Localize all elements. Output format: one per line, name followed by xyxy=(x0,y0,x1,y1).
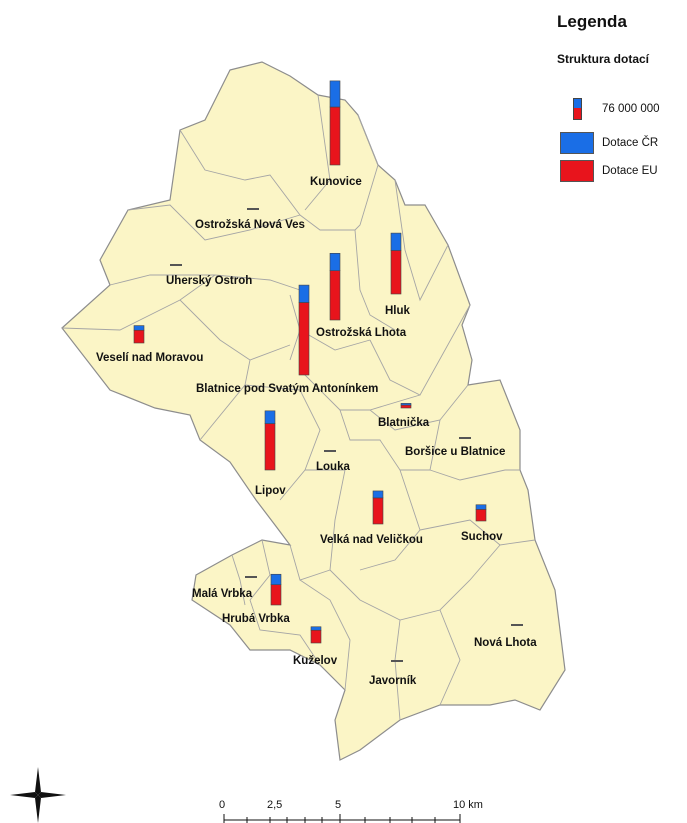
scale-tick-5: 5 xyxy=(335,799,341,811)
label-mala-vrbka: Malá Vrbka xyxy=(192,588,253,600)
label-veseli-nad-moravou: Veselí nad Moravou xyxy=(96,352,203,364)
marker-louka xyxy=(324,450,336,452)
municipal-boundaries xyxy=(61,94,536,721)
bar-cr-hruba-vrbka xyxy=(270,573,282,586)
bar-cr-kunovice xyxy=(329,80,341,108)
bar-cr-suchov xyxy=(475,504,487,510)
marker-nova-lhota xyxy=(511,624,523,626)
north-arrow-icon xyxy=(10,767,66,823)
label-kunovice: Kunovice xyxy=(310,176,362,188)
label-louka: Louka xyxy=(316,461,350,473)
scale-tick-2-5: 2,5 xyxy=(267,799,282,811)
legend-label-eu: Dotace EU xyxy=(602,165,658,177)
legend-item-cr: Dotace ČR xyxy=(560,132,658,154)
bar-eu-ostrozska-lhota xyxy=(329,270,341,321)
legend-subtitle: Struktura dotací xyxy=(557,52,650,66)
municipality-labels: Kunovice Ostrožská Nová Ves Uherský Ostr… xyxy=(96,176,537,687)
label-ostrozska-lhota: Ostrožská Lhota xyxy=(316,327,407,339)
bar-eu-veseli-nad-moravou xyxy=(133,329,145,344)
label-javornik: Javorník xyxy=(369,675,417,687)
bar-eu-hruba-vrbka xyxy=(270,584,282,606)
marker-ostrozska-nova-ves xyxy=(247,208,259,210)
bar-eu-velka-nad-velickou xyxy=(372,497,384,525)
zero-value-markers xyxy=(170,208,523,662)
district-outline xyxy=(61,61,566,761)
label-hruba-vrbka: Hrubá Vrbka xyxy=(222,613,290,625)
bar-cr-blatnice-pod-svatym-antoninkem xyxy=(298,284,310,303)
label-blatnicka: Blatnička xyxy=(378,417,430,429)
bar-eu-kuzelov xyxy=(310,629,322,644)
bar-cr-lipov xyxy=(264,410,276,424)
legend-swatch-eu xyxy=(560,160,594,182)
label-kuzelov: Kuželov xyxy=(293,655,338,667)
legend-title: Legenda xyxy=(557,12,627,31)
bar-eu-blatnicka xyxy=(400,404,412,409)
bar-cr-ostrozska-lhota xyxy=(329,253,341,272)
subsidy-bars xyxy=(133,80,487,644)
scale-bar: 0 2,5 5 10 km xyxy=(219,799,483,823)
bar-eu-kunovice xyxy=(329,106,341,166)
label-blatnice: Blatnice pod Svatým Antonínkem xyxy=(196,383,378,395)
legend-label-cr: Dotace ČR xyxy=(602,137,659,149)
marker-uhersky-ostroh xyxy=(170,264,182,266)
legend-item-eu: Dotace EU xyxy=(560,160,658,182)
marker-javornik xyxy=(391,660,403,662)
label-borsice: Boršice u Blatnice xyxy=(405,446,505,458)
legend-reference-bar xyxy=(573,98,582,120)
bar-cr-blatnicka xyxy=(400,403,412,406)
bar-cr-hluk xyxy=(390,232,402,251)
bar-eu-lipov xyxy=(264,423,276,471)
bar-cr-veseli-nad-moravou xyxy=(133,325,145,331)
legend-swatch-cr xyxy=(560,132,594,154)
bar-eu-blatnice-pod-svatym-antoninkem xyxy=(298,302,310,376)
label-uhersky-ostroh: Uherský Ostroh xyxy=(166,275,252,287)
bar-eu-suchov xyxy=(475,509,487,522)
legend-reference-value: 76 000 000 xyxy=(602,103,660,115)
label-nova-lhota: Nová Lhota xyxy=(474,637,537,649)
label-ostrozska-nova-ves: Ostrožská Nová Ves xyxy=(195,219,305,231)
bar-cr-kuzelov xyxy=(310,626,322,631)
scale-tick-0: 0 xyxy=(219,799,225,811)
bar-cr-velka-nad-velickou xyxy=(372,490,384,499)
scale-tick-10: 10 km xyxy=(453,799,483,811)
legend-reference-row: 76 000 000 xyxy=(560,98,660,120)
label-hluk: Hluk xyxy=(385,305,411,317)
marker-mala-vrbka xyxy=(245,576,257,578)
marker-borsice-u-blatnice xyxy=(459,437,471,439)
label-velka-nad-velickou: Velká nad Veličkou xyxy=(320,534,423,546)
label-suchov: Suchov xyxy=(461,531,503,543)
bar-eu-hluk xyxy=(390,250,402,295)
label-lipov: Lipov xyxy=(255,485,286,497)
